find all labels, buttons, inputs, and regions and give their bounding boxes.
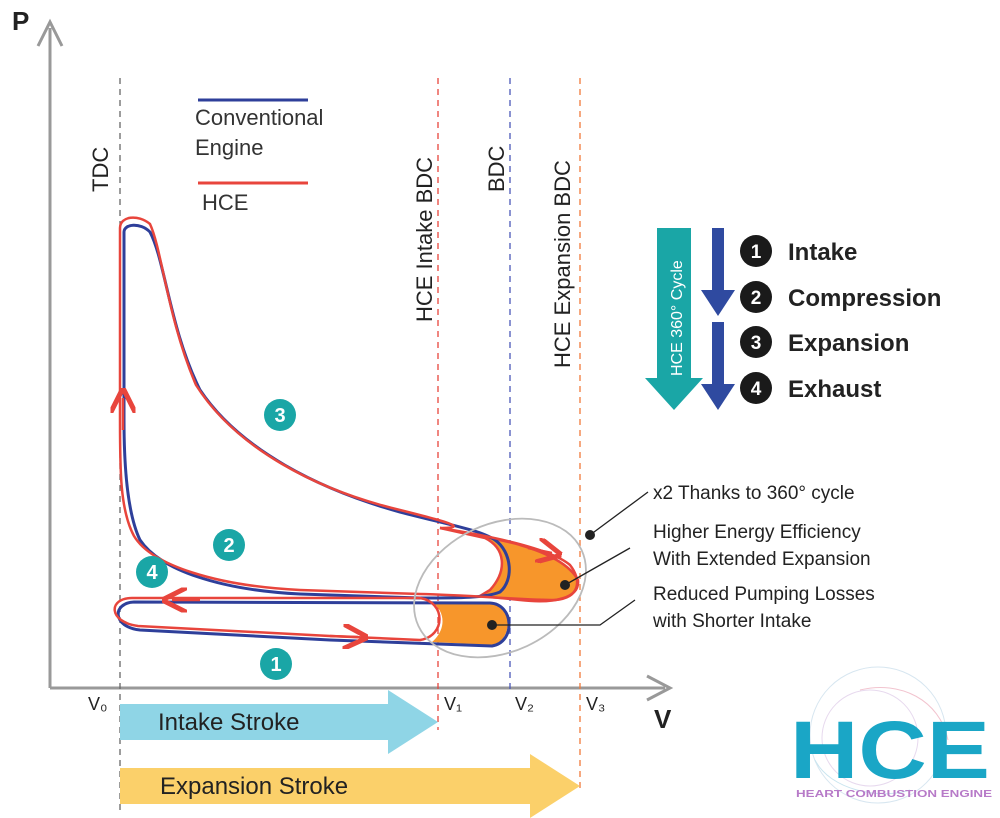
- logo-text: HCE: [790, 705, 990, 796]
- annotation-efficiency-2: With Extended Expansion: [653, 549, 871, 570]
- hce-expansion-bdc-label: HCE Expansion BDC: [550, 160, 575, 368]
- stage-4-badge: 4: [136, 556, 168, 588]
- tick-v2: V₂: [515, 694, 534, 714]
- annotation-pumping-1: Reduced Pumping Losses: [653, 584, 875, 605]
- cycle-step-1: 1 Intake: [740, 235, 857, 267]
- y-axis: [36, 18, 64, 688]
- annotation-x2: x2 Thanks to 360° cycle: [653, 483, 855, 504]
- expansion-stroke-arrow: [120, 754, 580, 818]
- hce-cycle-arrow: [645, 228, 703, 410]
- hce-cycle-label: HCE 360° Cycle: [669, 260, 686, 376]
- cycle-step-3: 3 Expansion: [740, 326, 909, 358]
- hce-logo: HCE HEART COMBUSTION ENGINE: [790, 666, 992, 804]
- intake-stroke-arrow: [120, 690, 438, 754]
- reduced-pumping-area: [432, 602, 508, 645]
- leader-dot-x2: [585, 530, 595, 540]
- stage-2-number: 2: [223, 535, 234, 557]
- hce-intake-bdc-label: HCE Intake BDC: [412, 157, 437, 322]
- leader-dot-pumping: [487, 620, 497, 630]
- bdc-label: BDC: [484, 145, 509, 192]
- tdc-label: TDC: [88, 147, 113, 192]
- hce-main-loop: [118, 216, 579, 602]
- conventional-pumping-loop: [116, 600, 511, 648]
- cycle-step-4: 4 Exhaust: [740, 372, 881, 404]
- stage-3-badge: 3: [264, 399, 296, 431]
- stage-1-number: 1: [270, 654, 281, 676]
- cycle-step-4-label: Exhaust: [788, 376, 881, 403]
- tick-v1: V₁: [444, 694, 462, 714]
- tick-v3: V₃: [586, 694, 605, 714]
- stage-4-number: 4: [146, 562, 158, 584]
- expansion-stroke-label: Expansion Stroke: [160, 773, 348, 800]
- cycle-step-1-number: 1: [751, 242, 762, 263]
- cycle-step-2-number: 2: [751, 288, 762, 309]
- annotation-pumping-2: with Shorter Intake: [652, 611, 811, 632]
- legend-conventional-label: Conventional: [195, 105, 323, 130]
- y-axis-label: P: [12, 6, 29, 36]
- cycle-step-3-number: 3: [751, 333, 762, 354]
- x-axis-label: V: [654, 704, 672, 734]
- step-arrows: [701, 228, 735, 410]
- x-axis: [50, 674, 674, 702]
- intake-stroke-label: Intake Stroke: [158, 709, 299, 736]
- hce-pumping-loop: [113, 596, 441, 642]
- legend-conventional-label-2: Engine: [195, 135, 264, 160]
- cycle-step-2-label: Compression: [788, 285, 941, 312]
- annotation-leaders: [492, 491, 649, 626]
- stage-3-number: 3: [274, 405, 285, 427]
- flow-arrow-expansion-right: [527, 548, 552, 553]
- logo-subtitle: HEART COMBUSTION ENGINE: [796, 789, 992, 800]
- cycle-step-1-label: Intake: [788, 239, 857, 266]
- tick-v0: V₀: [88, 694, 107, 714]
- annotation-efficiency-1: Higher Energy Efficiency: [653, 522, 861, 543]
- cycle-step-4-number: 4: [751, 379, 762, 400]
- legend-hce-label: HCE: [202, 190, 248, 215]
- stage-2-badge: 2: [213, 529, 245, 561]
- cycle-step-2: 2 Compression: [740, 281, 941, 313]
- stage-1-badge: 1: [260, 648, 292, 680]
- flow-arrow-intake-right: [329, 636, 358, 637]
- cycle-step-3-label: Expansion: [788, 330, 909, 357]
- leader-dot-efficiency: [560, 580, 570, 590]
- gain-highlight-ellipse: [413, 517, 587, 659]
